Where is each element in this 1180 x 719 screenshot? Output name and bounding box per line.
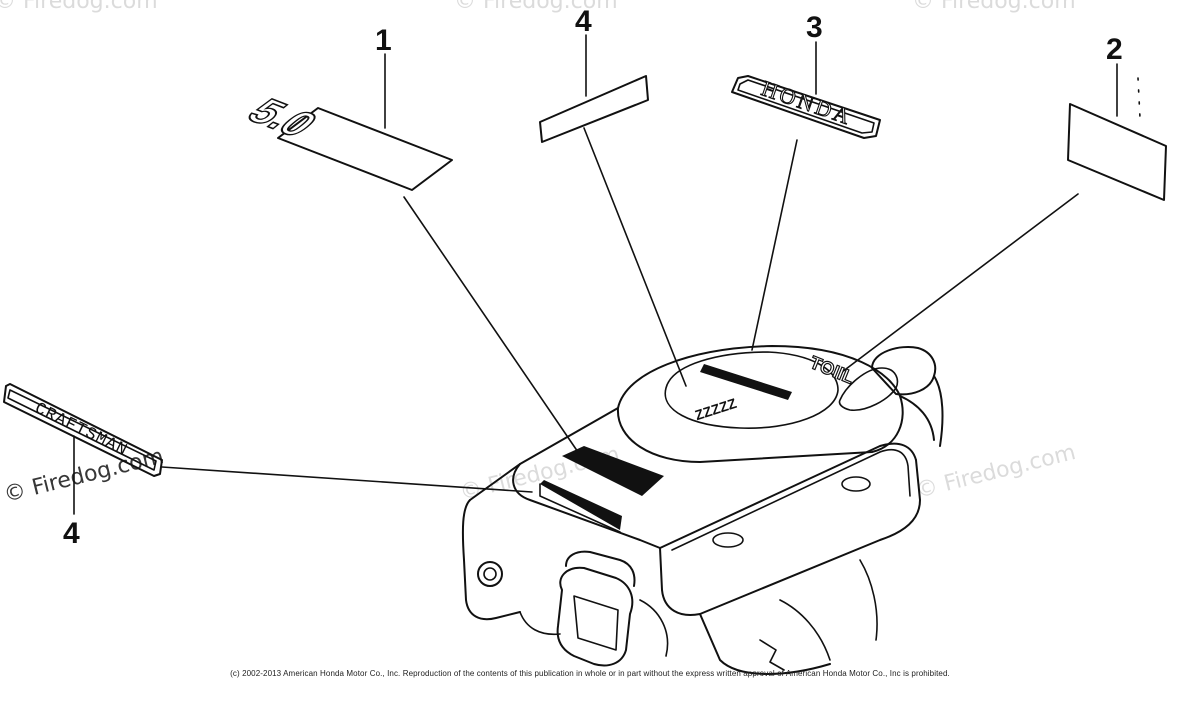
callout-number-4-left: 4 [63, 517, 80, 550]
watermark-top-mid: © Firedog.com [454, 0, 618, 14]
emblem-craftsman-text: CRAFTSMAN [31, 400, 130, 461]
engine-logo-mark: ZZZZZ [693, 395, 739, 424]
emblem-5-0: 5.0 [235, 91, 453, 191]
callout-number-3: 3 [806, 11, 823, 44]
watermark-right: © Firedog.com [913, 440, 1078, 504]
callout-number-4-top: 4 [575, 5, 592, 38]
leader-tick-2 [1137, 77, 1141, 119]
leader-line-3b [751, 139, 798, 351]
watermark-top-left: © Firedog.com [0, 0, 158, 14]
callout-number-1: 1 [375, 24, 392, 57]
leader-line-4-top-b [583, 127, 687, 387]
mount-boss-left [477, 561, 503, 587]
leader-line-2b [841, 193, 1079, 373]
deck-label-5-0-location [562, 446, 664, 496]
emblem-plain-strip [539, 75, 649, 143]
callout-number-2: 2 [1106, 33, 1123, 66]
emblem-honda-text: HONDA [758, 75, 855, 129]
deck-label-craftsman-location [540, 480, 622, 530]
mount-hole-front [712, 532, 744, 548]
mount-hole-right [841, 476, 871, 492]
emblem-blank-plate [1067, 103, 1167, 201]
leader-line-1b [403, 196, 581, 456]
leader-line-4-left-b [161, 466, 533, 493]
copyright-notice: (c) 2002-2013 American Honda Motor Co., … [230, 669, 950, 678]
dome-stripe [700, 364, 792, 400]
emblem-5-0-text: 5.0 [236, 92, 328, 144]
emblem-craftsman: CRAFTSMAN [3, 383, 163, 477]
emblem-honda: HONDA [731, 75, 881, 139]
engine-body: ZZZZZ TOIIL [461, 345, 944, 675]
watermark-top-right: © Firedog.com [912, 0, 1076, 14]
